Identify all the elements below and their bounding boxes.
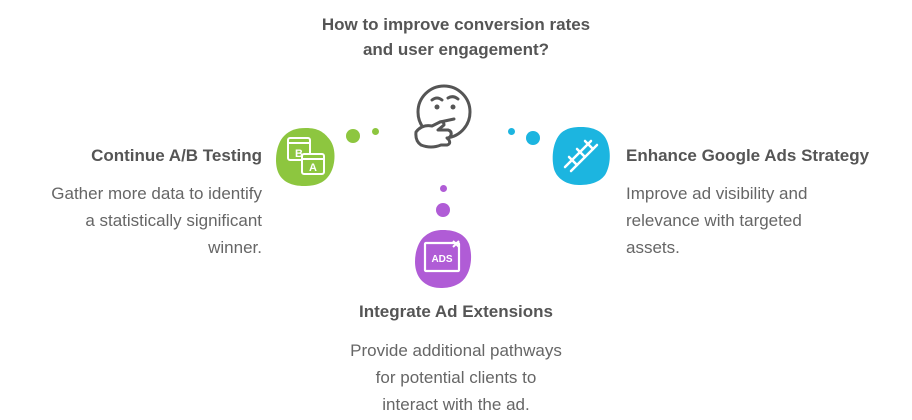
ad-extensions-desc-line: Provide additional pathways [350,341,562,360]
ad-extensions-desc-line: for potential clients to [375,368,537,387]
ab-testing-desc-line: a statistically significant [85,211,262,230]
connector-dot-ab-large [346,129,360,143]
connector-dot-ads-small [508,128,515,135]
title-line-1: How to improve conversion rates [321,15,591,34]
title-line-2: and user engagement? [362,40,550,59]
connector-dot-ads-large [526,131,540,145]
ab-testing-heading: Continue A/B Testing [91,146,262,165]
connector-dot-ab-small [372,128,379,135]
google-ads-description: Improve ad visibility and relevance with… [626,180,807,261]
connector-dot-ext-large [436,203,450,217]
google-ads-desc-line: Improve ad visibility and [626,184,808,203]
google-ads-desc-line: relevance with targeted [626,211,802,230]
google-ads-desc-line: assets. [626,238,680,257]
connector-dot-ext-small [440,185,447,192]
ab-testing-description: Gather more data to identify a statistic… [51,180,262,261]
ab-testing-desc-line: Gather more data to identify [51,184,262,203]
thinking-face-icon [414,84,472,149]
ad-extensions-desc-line: interact with the ad. [382,395,530,414]
ads-window-icon: ADS [415,230,472,288]
ad-extensions-heading: Integrate Ad Extensions [359,302,553,321]
ab-icon-letter-b: B [295,148,303,160]
diagram-title: How to improve conversion rates and user… [256,12,656,62]
ab-icon-letter-a: A [309,162,317,174]
google-ads-heading: Enhance Google Ads Strategy [626,146,870,165]
link-chain-icon [552,127,610,185]
ads-icon-label: ADS [431,254,452,265]
ab-test-icon: B A [276,128,335,186]
ad-extensions-description: Provide additional pathways for potentia… [256,337,656,418]
ab-testing-desc-line: winner. [208,238,262,257]
